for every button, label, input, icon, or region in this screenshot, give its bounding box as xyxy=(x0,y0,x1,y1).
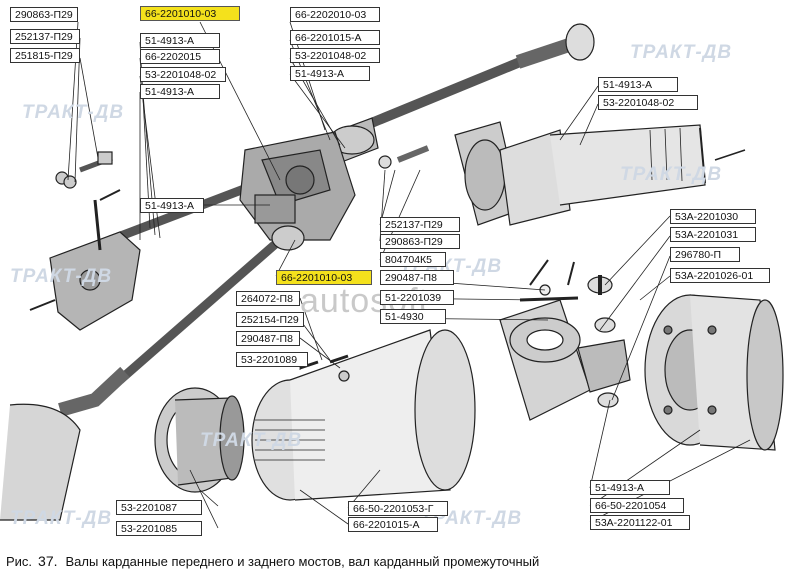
part-label: 51-4913-А xyxy=(140,198,204,213)
watermark-brand: ТРАКТ-ДВ xyxy=(200,430,303,451)
part-label: 53А-2201122-01 xyxy=(590,515,690,530)
part-label: 51-4913-А xyxy=(140,84,220,99)
part-label: 290863-П29 xyxy=(380,234,460,249)
part-label: 51-2201039 xyxy=(380,290,454,305)
part-label: 66-2201015-А xyxy=(348,517,438,532)
part-label: 51-4913-А xyxy=(140,33,220,48)
part-label: 264072-П8 xyxy=(236,291,300,306)
part-label: 66-2202010-03 xyxy=(290,7,380,22)
part-label: 252154-П29 xyxy=(236,312,304,327)
rear-propeller-shaft xyxy=(0,225,305,521)
flange-yoke-detail xyxy=(454,121,746,226)
watermark-brand: ТРАКТ-ДВ xyxy=(620,164,723,185)
part-label: 53-2201048-02 xyxy=(598,95,698,110)
part-label: 252137-П29 xyxy=(10,29,80,44)
part-label: 53-2201048-02 xyxy=(140,67,226,82)
part-label: 53А-2201030 xyxy=(670,209,756,224)
part-label: 251815-П29 xyxy=(10,48,80,63)
part-label: 51-4930 xyxy=(380,309,446,324)
watermark-brand: ТРАКТ-ДВ xyxy=(22,102,125,123)
transfer-case xyxy=(239,131,356,241)
part-label-highlighted: 66-2201010-03 xyxy=(140,6,240,21)
figure-caption: Рис. 37. Валы карданные переднего и заднег… xyxy=(6,553,539,569)
part-label: 804704К5 xyxy=(380,252,446,267)
part-label: 53А-2201031 xyxy=(670,227,756,242)
flange-yoke-lower xyxy=(499,259,591,421)
part-label: 296780-П xyxy=(670,247,740,262)
part-label: 53-2201089 xyxy=(236,352,308,367)
bolt-washer-group-lower xyxy=(299,354,350,382)
part-label: 290487-П8 xyxy=(380,270,454,285)
part-label: 66-50-2201053-Г xyxy=(348,501,448,516)
part-label: 53А-2201026-01 xyxy=(670,268,770,283)
gearbox xyxy=(29,189,141,331)
part-label: 51-4913-А xyxy=(290,66,370,81)
part-label: 66-2202015 xyxy=(140,49,220,64)
bolt-washer-group-left xyxy=(55,151,113,189)
part-label: 53-2201087 xyxy=(116,500,202,515)
intermediate-shaft-hub xyxy=(644,294,784,451)
splined-sleeve xyxy=(251,329,476,501)
caption-number: 37. xyxy=(38,553,58,569)
part-label: 252137-П29 xyxy=(380,217,460,232)
universal-joint xyxy=(577,275,631,408)
part-label: 53-2201048-02 xyxy=(290,48,380,63)
part-label: 290487-П8 xyxy=(236,331,300,346)
part-label: 53-2201085 xyxy=(116,521,202,536)
watermark-brand: ТРАКТ-ДВ xyxy=(10,508,113,529)
watermark-brand: ТРАКТ-ДВ xyxy=(630,42,733,63)
part-label: 51-4913-А xyxy=(590,480,670,495)
bolt-washer-group-middle xyxy=(378,145,430,169)
part-label: 290863-П29 xyxy=(10,7,78,22)
caption-prefix: Рис. xyxy=(6,554,33,569)
part-label: 66-2201015-А xyxy=(290,30,380,45)
part-label-highlighted: 66-2201010-03 xyxy=(276,270,372,285)
part-label: 66-50-2201054 xyxy=(590,498,684,513)
watermark-brand: ТРАКТ-ДВ xyxy=(10,266,113,287)
caption-text: Валы карданные переднего и заднего мосто… xyxy=(65,554,540,569)
splined-hub xyxy=(154,387,245,493)
part-label: 51-4913-А xyxy=(598,77,678,92)
